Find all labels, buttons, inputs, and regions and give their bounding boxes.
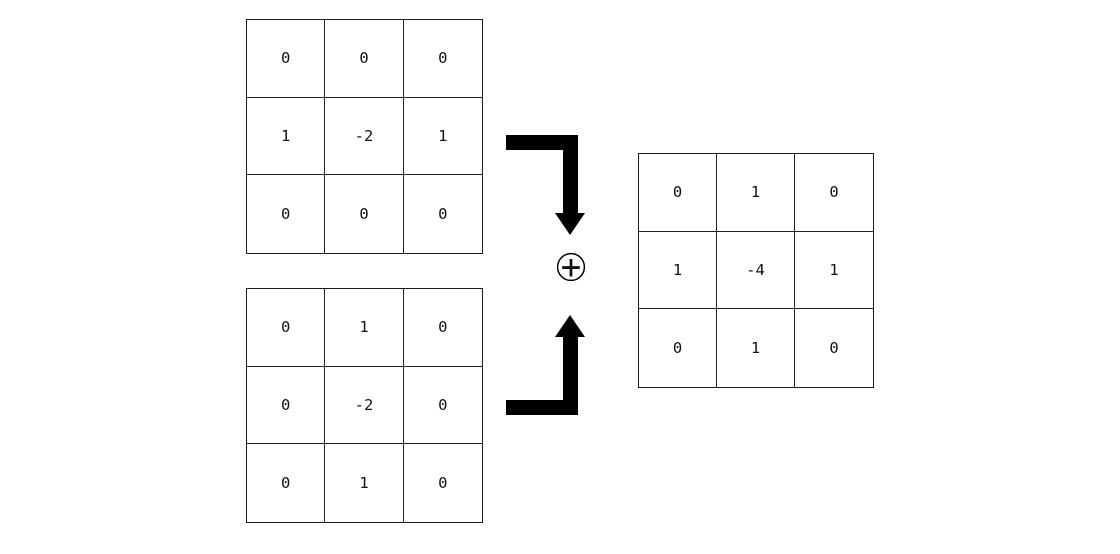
matrix-bottom-left: 0 1 0 0 -2 0 0 1 0: [246, 288, 483, 523]
matrix-cell: 0: [639, 154, 717, 232]
matrix-cell: 1: [325, 289, 404, 367]
plus-symbol: +: [561, 252, 581, 282]
arrow-head-down-icon: [555, 213, 585, 235]
matrix-cell: 1: [247, 97, 326, 176]
matrix-cell: 0: [403, 20, 482, 98]
matrix-cell: 0: [639, 309, 717, 387]
matrix-cell: 0: [247, 20, 326, 98]
plus-operator: +: [556, 252, 586, 282]
plus-circle-icon: +: [556, 252, 586, 282]
matrix-cell: 0: [795, 154, 873, 232]
matrix-cell: 0: [403, 367, 482, 445]
matrix-cell: 1: [717, 309, 795, 387]
matrix-cell: 0: [247, 444, 326, 522]
matrix-cell: 1: [403, 98, 482, 176]
matrix-cell: 0: [325, 20, 404, 98]
matrix-cell: 0: [247, 366, 326, 445]
matrix-cell: -4: [717, 231, 795, 310]
arrow-vertical-bar: [563, 337, 578, 415]
arrow-horizontal-bar: [506, 400, 578, 415]
matrix-cell: 0: [438, 205, 448, 224]
matrix-cell: 1: [325, 444, 404, 522]
matrix-cell: 1: [639, 231, 717, 310]
matrix-cell: 0: [325, 175, 404, 253]
matrix-top-left: 0 0 0 1 -2 1 0 0 0: [246, 19, 483, 254]
matrix-result: 0 1 0 1 -4 1 0 1 0: [638, 153, 874, 388]
matrix-cell: 0: [247, 175, 326, 253]
matrix-cell: -2: [325, 97, 404, 176]
matrix-cell: -2: [325, 366, 404, 445]
arrow-head-up-icon: [555, 315, 585, 337]
arrow-vertical-bar: [563, 135, 578, 213]
elbow-arrow-down-icon: [506, 135, 586, 235]
elbow-arrow-up-icon: [506, 315, 586, 415]
matrix-cell: 0: [829, 339, 839, 358]
matrix-cell: 0: [438, 474, 448, 493]
matrix-cell: 0: [403, 289, 482, 367]
arrow-horizontal-bar: [506, 135, 578, 150]
matrix-cell: 0: [247, 289, 326, 367]
matrix-cell: 1: [795, 232, 873, 310]
matrix-cell: 1: [717, 154, 795, 232]
